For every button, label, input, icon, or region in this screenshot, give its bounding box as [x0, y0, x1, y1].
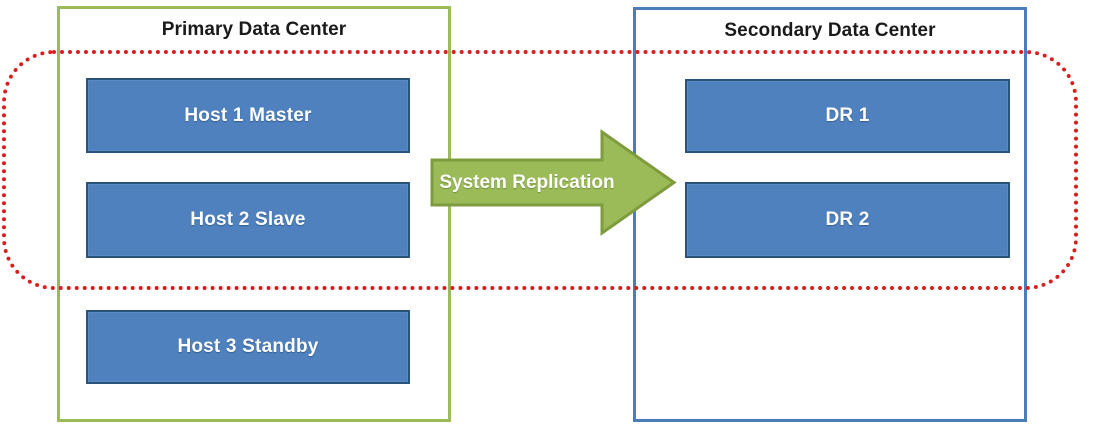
system-replication-arrow: System Replication: [430, 129, 677, 236]
node-dr-2[interactable]: DR 2: [685, 182, 1010, 258]
node-label: Host 3 Standby: [177, 336, 319, 357]
secondary-data-center-container: Secondary Data Center: [633, 7, 1027, 422]
node-label: Host 2 Slave: [190, 209, 306, 230]
node-label: DR 2: [825, 209, 870, 230]
node-host-1-master[interactable]: Host 1 Master: [86, 78, 410, 153]
node-label: DR 1: [825, 105, 870, 126]
primary-data-center-title: Primary Data Center: [161, 19, 347, 40]
node-dr-1[interactable]: DR 1: [685, 79, 1010, 153]
secondary-data-center-title: Secondary Data Center: [724, 20, 936, 41]
primary-data-center-container: Primary Data Center: [57, 6, 451, 422]
node-host-2-slave[interactable]: Host 2 Slave: [86, 182, 410, 258]
node-label: Host 1 Master: [184, 104, 312, 126]
node-host-3-standby[interactable]: Host 3 Standby: [86, 310, 410, 384]
right-arrow-icon: [430, 129, 677, 236]
